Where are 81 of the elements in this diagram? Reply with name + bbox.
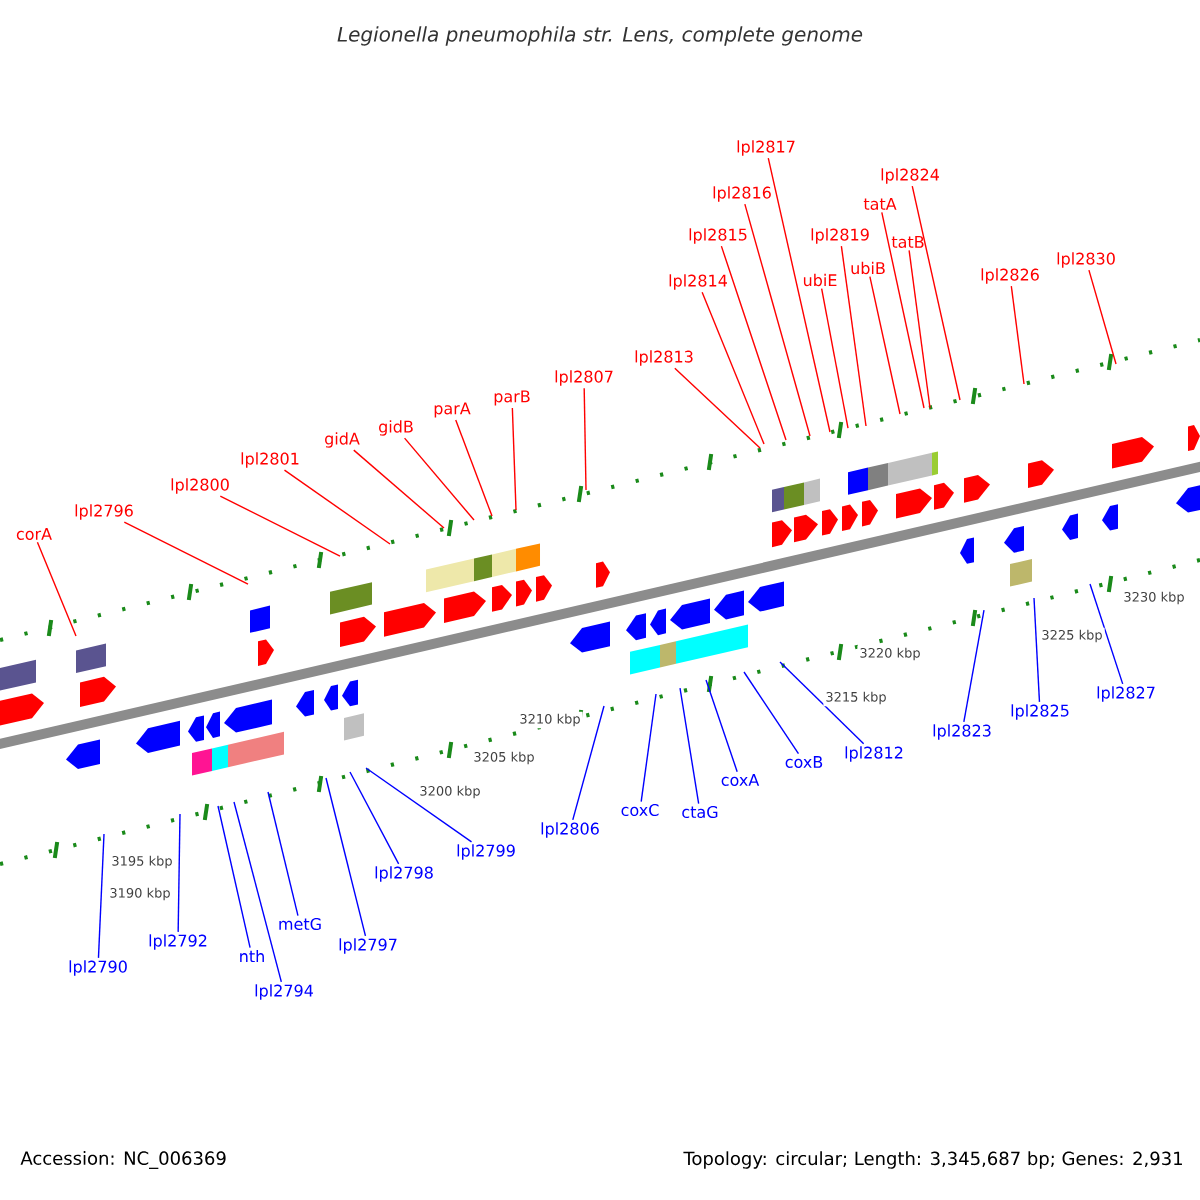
leader-line (1010, 285, 1025, 385)
leader-line (283, 469, 391, 545)
gene-label: parA (434, 402, 471, 418)
leader-line (36, 541, 77, 637)
leader-line (767, 157, 831, 433)
gene-label: lpl2824 (881, 168, 939, 184)
leader-line (97, 833, 105, 959)
leader-line (455, 419, 493, 517)
leader-line (1089, 583, 1124, 685)
gene-label: lpl2823 (933, 724, 991, 740)
gene-label: lpl2799 (457, 844, 515, 860)
title: Legionella pneumophila str. Lens, complete genome (337, 26, 863, 46)
leader-line (349, 771, 400, 865)
leader-line (123, 521, 249, 585)
leader-line (705, 679, 738, 773)
leader-line (744, 203, 811, 437)
gene-label: lpl2801 (241, 452, 299, 468)
gene-label: lpl2800 (171, 478, 229, 494)
leader-line (353, 449, 445, 529)
leader-line (267, 791, 299, 917)
gene-label: lpl2792 (149, 934, 207, 950)
leader-line (869, 275, 901, 415)
leader-line (720, 245, 787, 441)
leader-line (233, 801, 283, 983)
leader-line (1033, 597, 1041, 703)
gene-label: corA (16, 528, 52, 540)
leader-line (743, 671, 800, 755)
leader-line (881, 211, 925, 409)
gene-label: lpl2813 (635, 350, 693, 366)
gene-label: lpl2819 (811, 228, 869, 244)
gene-label: lpl2796 (75, 504, 133, 520)
gene-label: coxC (621, 803, 659, 817)
gene-label: lpl2825 (1011, 704, 1069, 720)
gene-label: lpl2827 (1097, 686, 1155, 702)
leader-line (820, 287, 849, 429)
gene-label: lpl2826 (981, 268, 1039, 284)
leader-line (674, 367, 761, 449)
leader-line (701, 291, 765, 445)
gene-label: parB (494, 390, 530, 406)
leader-line (1088, 269, 1117, 365)
leader-line (365, 767, 473, 843)
gene-label: ubiB (851, 261, 885, 275)
gene-label: tatB (891, 236, 924, 248)
leader-line (511, 407, 517, 511)
leader-line (572, 705, 605, 821)
gene-label: lpl2816 (713, 186, 771, 202)
leader-line (679, 687, 700, 805)
gene-label: gidA (325, 432, 360, 448)
leader-line (908, 249, 931, 409)
gene-label: coxB (785, 756, 823, 768)
gene-label: lpl2794 (255, 984, 313, 1000)
gene-label: lpl2817 (737, 140, 795, 156)
gene-label: lpl2797 (339, 938, 397, 954)
leader-line (963, 609, 985, 723)
gene-label: lpl2830 (1057, 252, 1115, 268)
gene-label: lpl2790 (69, 960, 127, 976)
leader-line (325, 777, 367, 937)
gene-label: ubiE (803, 273, 837, 287)
leader-line (840, 245, 867, 427)
gene-label: coxA (721, 774, 760, 786)
gene-label: tatA (863, 198, 897, 210)
footer-text: Accession: NC_006369 (20, 1151, 226, 1169)
leader-line (779, 661, 865, 745)
gene-label: lpl2814 (669, 274, 727, 290)
gene-label: lpl2798 (375, 866, 433, 882)
gene-label: lpl2806 (541, 822, 599, 838)
footer-text: Topology: circular; Length: 3,345,687 bp; Genes: 2,931 (683, 1151, 1182, 1169)
leader-line (219, 495, 341, 557)
leader-line (177, 813, 181, 933)
gene-label: metG (279, 917, 321, 931)
gene-label: ctaG (682, 805, 718, 819)
gene-label: lpl2807 (555, 370, 613, 386)
gene-label: lpl2812 (845, 746, 903, 762)
leader-line (583, 387, 587, 491)
leader-line (217, 805, 251, 949)
leader-line (911, 185, 961, 401)
leader-line (640, 693, 657, 803)
gene-label: gidB (379, 420, 413, 436)
leader-line (403, 437, 475, 521)
gene-label: nth (240, 949, 264, 963)
gene-label: lpl2815 (689, 228, 747, 244)
